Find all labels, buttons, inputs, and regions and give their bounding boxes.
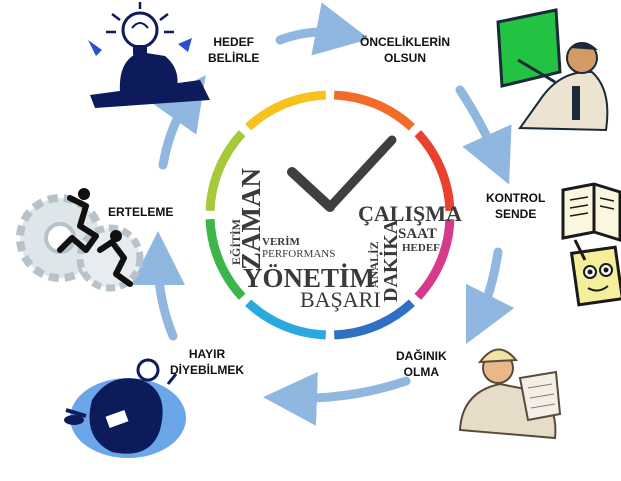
lightbulb-thinker-icon	[88, 2, 210, 108]
step-label-hayir: HAYIR DİYEBİLMEK	[170, 346, 244, 378]
word-analiz: ANALİZ	[367, 241, 381, 288]
clock-words: EĞİTİM ZAMAN VERİM PERFORMANS YÖNETİM BA…	[229, 168, 462, 312]
arrow-erteleme-to-hedef	[152, 75, 206, 170]
clock-ring-segment	[333, 90, 415, 131]
clock-hand-short	[287, 167, 335, 212]
arrow-oncelik-to-kontrol	[455, 85, 512, 185]
arrow-hayir-to-erteleme	[131, 231, 186, 341]
clock-hand-long	[325, 135, 397, 212]
word-saat: SAAT	[398, 226, 437, 242]
clock-ring-segment	[414, 130, 455, 212]
step-label-erteleme: ERTELEME	[108, 204, 173, 220]
step-label-hedef-line-2: BELİRLE	[208, 51, 260, 65]
clock-ring-segment	[205, 130, 246, 212]
clock-ring-segment	[245, 299, 327, 340]
step-label-daginik: DAĞINIK OLMA	[396, 348, 447, 380]
arrow-hedef-to-oncelik	[275, 2, 370, 56]
step-label-hedef-line-1: HEDEF	[213, 35, 254, 49]
clock-ring-segment	[333, 299, 415, 340]
step-label-kontrol-line-1: KONTROL	[486, 191, 546, 205]
step-label-hedef: HEDEF BELİRLE	[208, 34, 259, 66]
arrow-daginik-to-hayir	[263, 371, 411, 426]
open-book-face-icon	[561, 182, 621, 307]
word-verim: VERİM	[262, 236, 301, 248]
word-dakika: DAKİKA	[378, 219, 402, 302]
step-label-oncelik-line-2: OLSUN	[384, 51, 426, 65]
step-label-hayir-line-1: HAYIR	[188, 347, 226, 361]
engineer-blueprint-icon	[458, 348, 562, 440]
word-egitim: EĞİTİM	[229, 219, 243, 265]
arrow-kontrol-to-daginik	[465, 247, 515, 345]
clock-ring-segment	[245, 90, 327, 131]
word-calisma: ÇALIŞMA	[358, 201, 462, 226]
clock-hands	[287, 135, 397, 212]
step-label-oncelik-line-1: ÖNCELİKLERİN	[360, 35, 450, 49]
word-hedef: HEDEF	[402, 242, 440, 254]
step-label-oncelik: ÖNCELİKLERİN OLSUN	[360, 34, 450, 66]
step-label-kontrol: KONTROL SENDE	[486, 190, 545, 222]
step-label-daginik-line-1: DAĞINIK	[396, 349, 447, 363]
step-label-hayir-line-2: DİYEBİLMEK	[170, 363, 245, 377]
teacher-blackboard-icon	[496, 8, 609, 132]
word-basari: BAŞARI	[300, 287, 381, 312]
juggling-worker-icon	[64, 358, 186, 458]
step-label-kontrol-line-2: SENDE	[494, 207, 537, 221]
clock-ring-segment	[205, 218, 246, 300]
step-label-erteleme-line-1: ERTELEME	[108, 205, 174, 219]
cycle-arrows	[131, 2, 515, 426]
step-label-daginik-line-2: OLMA	[403, 365, 439, 379]
clock-ring-segment	[414, 218, 455, 300]
gears-runners-icon	[16, 188, 144, 292]
word-performans: PERFORMANS	[262, 248, 335, 260]
word-zaman: ZAMAN	[236, 168, 266, 270]
clock-ring	[205, 90, 455, 340]
word-yonetim: YÖNETİM	[243, 263, 375, 293]
